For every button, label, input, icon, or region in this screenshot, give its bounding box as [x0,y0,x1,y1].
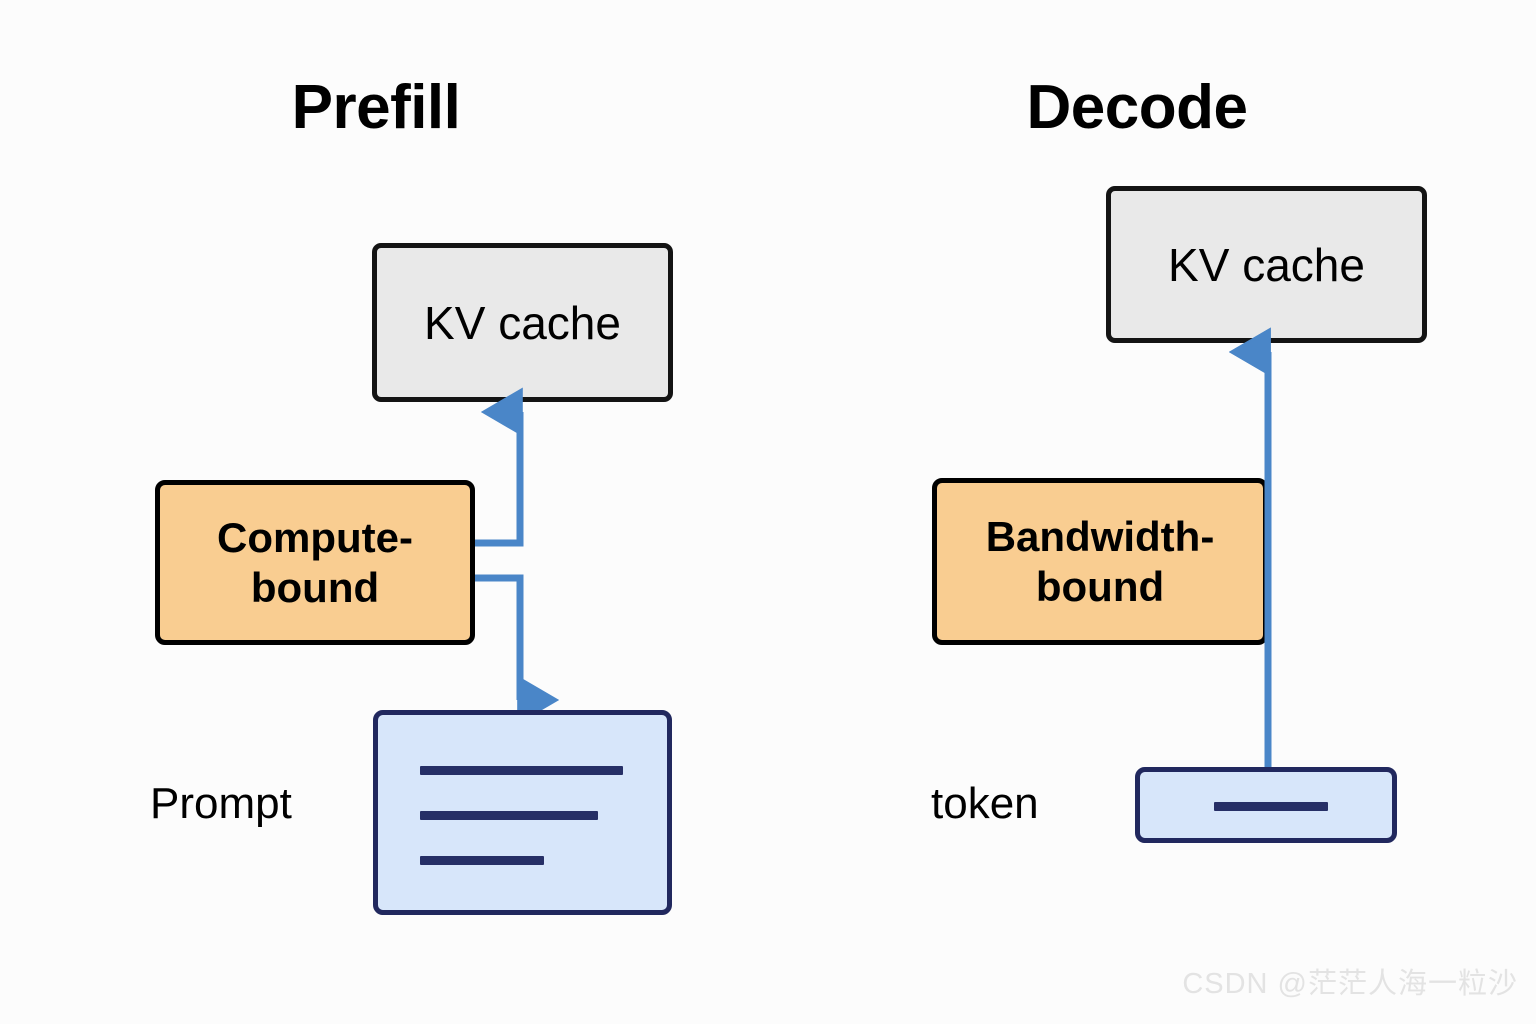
token-text-bar-1 [1214,802,1328,811]
compute-bound-box[interactable]: Compute- bound [155,480,475,645]
prefill-kv-cache-label: KV cache [424,296,621,349]
bandwidth-bound-label-line2: bound [1035,562,1165,610]
prompt-label: Prompt [150,779,292,828]
bandwidth-bound-label-line1: Bandwidth- [985,512,1215,560]
compute-bound-label-line1: Compute- [217,513,413,561]
token-label: token [931,779,1039,828]
prompt-text-bar-3 [420,856,544,865]
token-box[interactable] [1135,767,1397,843]
bandwidth-bound-box[interactable]: Bandwidth- bound [932,478,1268,645]
compute-bound-label-line2: bound [250,563,380,611]
arrow-compute-bound-to-kv-cache [475,387,524,547]
prompt-box[interactable] [373,710,672,915]
csdn-watermark: CSDN @茫茫人海一粒沙 [1182,968,1518,1000]
section-title-prefill: Prefill [291,73,461,142]
prompt-text-bar-1 [420,766,623,775]
arrow-compute-bound-to-prompt [475,574,560,725]
prompt-text-bar-2 [420,811,598,820]
section-title-decode: Decode [1026,73,1248,142]
decode-kv-cache-label: KV cache [1168,238,1365,291]
